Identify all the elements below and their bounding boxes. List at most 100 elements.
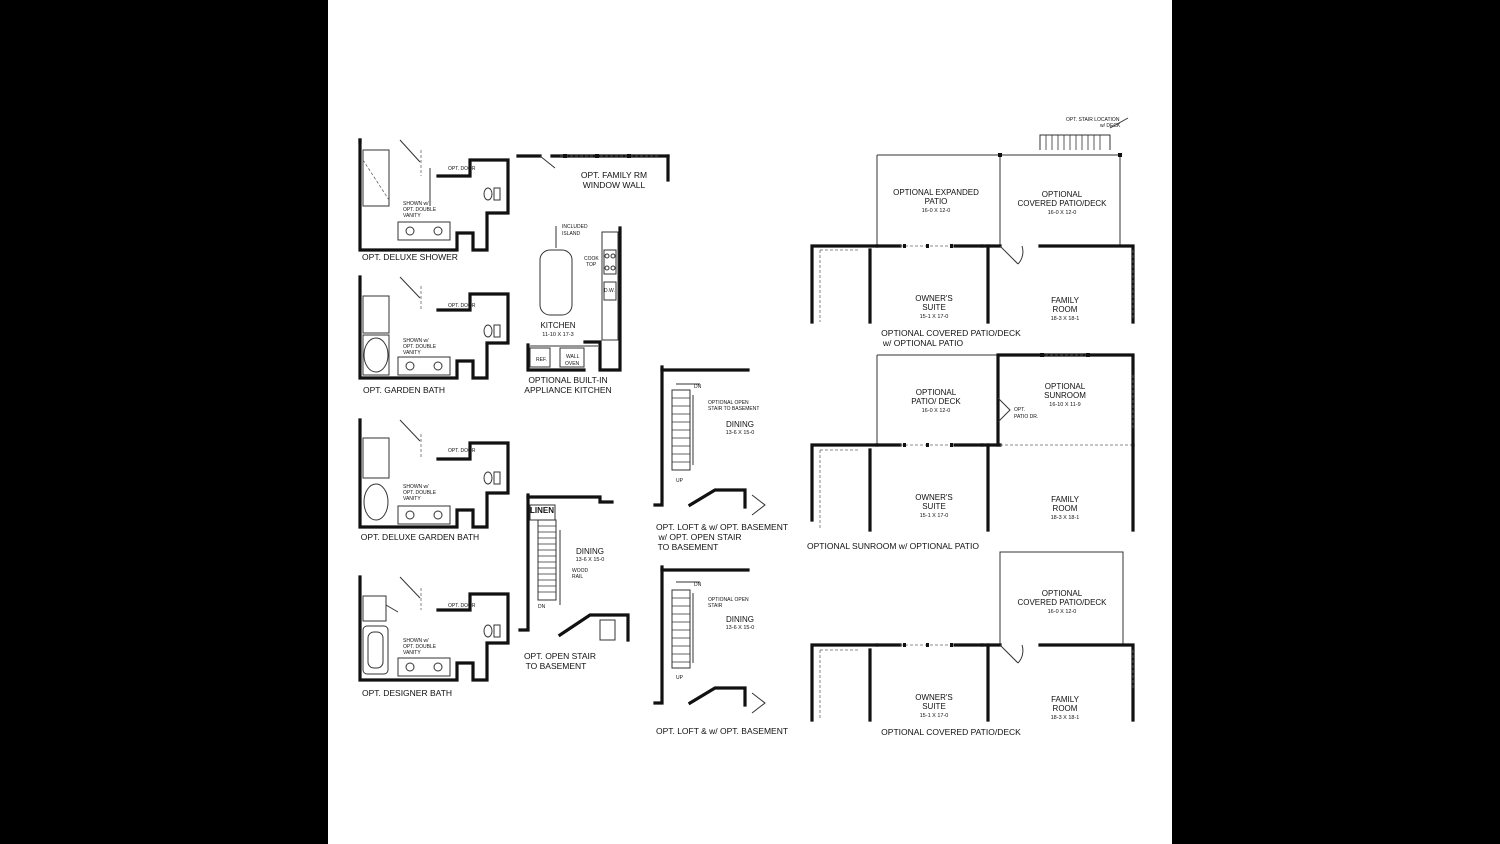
covered-deck-dims: 16-0 X 12-0 — [1048, 609, 1077, 615]
shown-w-label: SHOWN w/ — [403, 484, 429, 490]
oven-label: OVEN — [565, 361, 580, 367]
stair-location-label-1: OPT. STAIR LOCATION — [1066, 117, 1120, 123]
shown-w-label: SHOWN w/ — [403, 338, 429, 344]
expanded-patio-label-2: PATIO — [925, 197, 948, 206]
opt-door-label: OPT. DOOR — [448, 166, 476, 172]
loft-basement-caption: OPT. LOFT & w/ OPT. BASEMENT — [656, 726, 788, 736]
open-stair-caption-2: TO BASEMENT — [526, 661, 587, 671]
island-label: ISLAND — [562, 231, 580, 237]
dn-label: DN — [694, 582, 702, 588]
covered-deck-dims: 16-0 X 12-0 — [1048, 210, 1077, 216]
kitchen-plan: INCLUDED ISLAND COOK TOP D.W. KITCHEN 11… — [524, 224, 622, 395]
opt-label: OPT. — [1014, 407, 1025, 413]
ref-label: REF. — [536, 357, 547, 363]
opt-double-label: OPT. DOUBLE — [403, 207, 437, 213]
up-label: UP — [676, 478, 684, 484]
patio-deck-label-2: PATIO/ DECK — [911, 397, 961, 406]
family-room-dims: 18-3 X 18-1 — [1051, 316, 1080, 322]
note-label-1: OPTIONAL OPEN — [708, 400, 749, 406]
covered-deck-label-2: COVERED PATIO/DECK — [1017, 598, 1107, 607]
included-label: INCLUDED — [562, 224, 588, 230]
dining-label: DINING — [576, 547, 604, 556]
family-room-label-2: ROOM — [1053, 504, 1078, 513]
kitchen-caption-2: APPLIANCE KITCHEN — [524, 385, 611, 395]
patio-deck-dims: 16-0 X 12-0 — [922, 408, 951, 414]
sunroom-label-2: SUNROOM — [1044, 391, 1086, 400]
opt-door-label: OPT. DOOR — [448, 448, 476, 454]
covered-deck-label-1: OPTIONAL — [1042, 589, 1083, 598]
top-label: TOP — [586, 262, 597, 268]
family-room-dims: 18-3 X 18-1 — [1051, 715, 1080, 721]
dining-dims: 13-6 X 15-0 — [726, 430, 755, 436]
vanity-label: VANITY — [403, 650, 421, 656]
owners-suite-dims: 15-1 X 17-0 — [920, 314, 949, 320]
kitchen-label: KITCHEN — [540, 321, 575, 330]
family-room-label-2: ROOM — [1053, 305, 1078, 314]
designer-bath-plan: OPT. DOOR SHOWN w/ OPT. DOUBLE VANITY OP… — [358, 575, 510, 698]
owners-suite-dims: 15-1 X 17-0 — [920, 513, 949, 519]
cook-label: COOK — [584, 256, 599, 262]
expanded-patio-dims: 16-0 X 12-0 — [922, 208, 951, 214]
window-wall-label-2: WINDOW WALL — [583, 180, 646, 190]
patio-door-label: PATIO DR. — [1014, 414, 1038, 420]
opt-double-label: OPT. DOUBLE — [403, 490, 437, 496]
owners-suite-label-1: OWNER'S — [915, 493, 953, 502]
dining-dims: 13-6 X 15-0 — [726, 625, 755, 631]
dw-label: D.W. — [604, 288, 615, 294]
dn-label: DN — [694, 384, 702, 390]
dining-label: DINING — [726, 615, 754, 624]
opt-door-label: OPT. DOOR — [448, 603, 476, 609]
kitchen-caption-1: OPTIONAL BUILT-IN — [528, 375, 607, 385]
up-label: UP — [676, 675, 684, 681]
vanity-label: VANITY — [403, 213, 421, 219]
loft-open-stair-caption-3: TO BASEMENT — [658, 542, 719, 552]
family-room-label-1: FAMILY — [1051, 695, 1080, 704]
loft-open-stair-caption-2: w/ OPT. OPEN STAIR — [658, 532, 742, 542]
owners-suite-dims: 15-1 X 17-0 — [920, 713, 949, 719]
family-room-label-1: FAMILY — [1051, 296, 1080, 305]
opt-double-label: OPT. DOUBLE — [403, 644, 437, 650]
kitchen-dims: 11-10 X 17-3 — [542, 332, 573, 338]
plan-a-caption-1: OPTIONAL COVERED PATIO/DECK — [881, 328, 1021, 338]
loft-basement-plan: DN UP OPTIONAL OPEN STAIR DINING 13-6 X … — [653, 565, 788, 736]
family-room-label-1: FAMILY — [1051, 495, 1080, 504]
wall-label: WALL — [566, 354, 580, 360]
shown-w-label: SHOWN w/ — [403, 638, 429, 644]
opt-double-label: OPT. DOUBLE — [403, 344, 437, 350]
dining-dims: 13-6 X 15-0 — [576, 557, 605, 563]
plan-sunroom-with-patio: OPTIONAL PATIO/ DECK 16-0 X 12-0 OPTIONA… — [807, 353, 1135, 551]
floor-plan-sheet — [328, 0, 1172, 844]
dn-label: DN — [538, 604, 546, 610]
dining-label: DINING — [726, 420, 754, 429]
patio-deck-label-1: OPTIONAL — [916, 388, 957, 397]
owners-suite-label-1: OWNER'S — [915, 693, 953, 702]
family-room-label-2: ROOM — [1053, 704, 1078, 713]
family-room-dims: 18-3 X 18-1 — [1051, 515, 1080, 521]
garden-bath-plan: OPT. DOOR SHOWN w/ OPT. DOUBLE VANITY OP… — [358, 275, 510, 395]
plan-covered-patio: OPTIONAL COVERED PATIO/DECK 16-0 X 12-0 … — [810, 551, 1135, 737]
owners-suite-label-2: SUITE — [922, 303, 946, 312]
owners-suite-label-2: SUITE — [922, 502, 946, 511]
deluxe-garden-bath-plan: OPT. DOOR SHOWN w/ OPT. DOUBLE VANITY OP… — [358, 418, 510, 542]
deluxe-shower-plan: OPT. DOOR SHOWN w/ OPT. DOUBLE VANITY OP… — [358, 138, 510, 262]
note-label-1: OPTIONAL OPEN — [708, 597, 749, 603]
plan-b-caption: OPTIONAL SUNROOM w/ OPTIONAL PATIO — [807, 541, 979, 551]
plan-covered-patio-with-patio: OPT. STAIR LOCATION w/ DECK OPTIONAL EXP… — [810, 117, 1135, 348]
owners-suite-label-2: SUITE — [922, 702, 946, 711]
plan-c-caption: OPTIONAL COVERED PATIO/DECK — [881, 727, 1021, 737]
linen-label: LINEN — [530, 506, 554, 515]
sunroom-label-1: OPTIONAL — [1045, 382, 1086, 391]
covered-deck-label-1: OPTIONAL — [1042, 190, 1083, 199]
expanded-patio-label-1: OPTIONAL EXPANDED — [893, 188, 979, 197]
wood-label: WOOD — [572, 568, 588, 574]
covered-deck-label-2: COVERED PATIO/DECK — [1017, 199, 1107, 208]
plan-a-caption-2: w/ OPTIONAL PATIO — [882, 338, 964, 348]
vanity-label: VANITY — [403, 496, 421, 502]
designer-bath-caption: OPT. DESIGNER BATH — [362, 688, 452, 698]
shown-w-label: SHOWN w/ — [403, 201, 429, 207]
window-wall-label-1: OPT. FAMILY RM — [581, 170, 647, 180]
deluxe-shower-caption: OPT. DELUXE SHOWER — [362, 252, 458, 262]
owners-suite-label-1: OWNER'S — [915, 294, 953, 303]
stair-location-label-2: w/ DECK — [1100, 123, 1121, 129]
